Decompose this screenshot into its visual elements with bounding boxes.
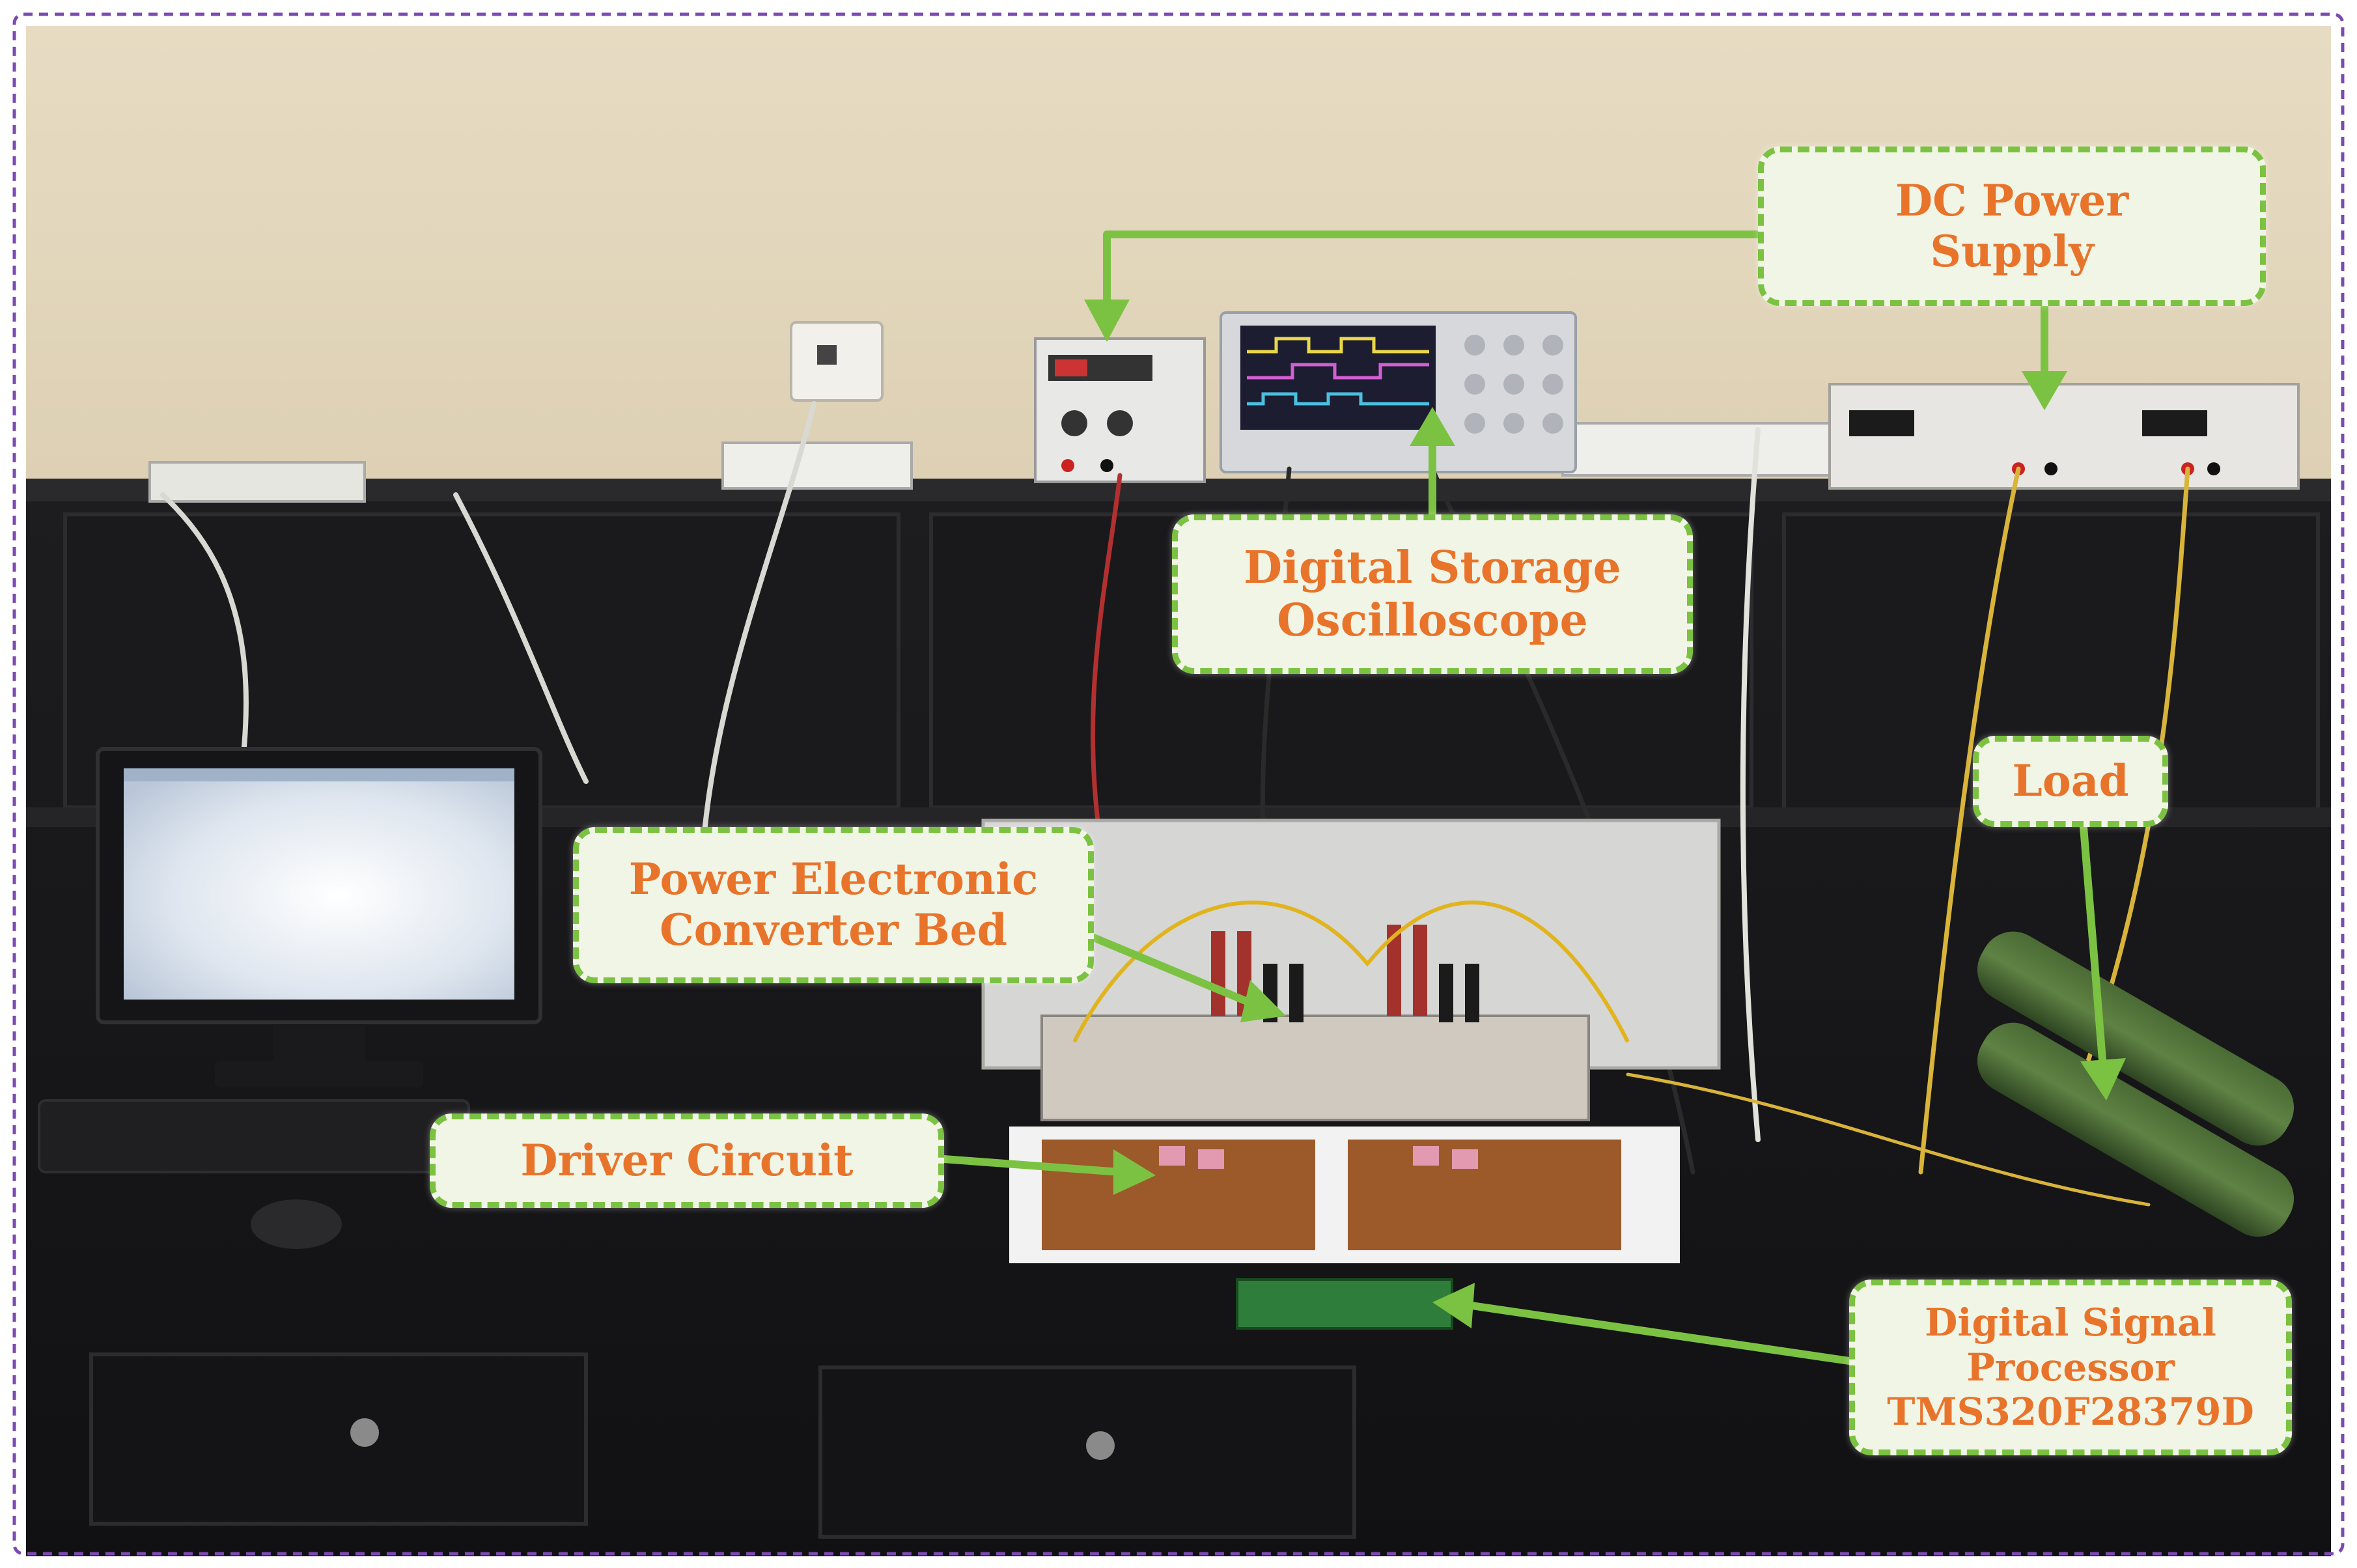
callout-dc-power-supply-line1: DC Power [1895,175,2129,226]
computer-monitor [96,747,542,1087]
dsp-board [1236,1278,1453,1330]
callout-power-electronic-converter-bed: Power Electronic Converter Bed [573,827,1094,983]
callout-dc-power-supply: DC Power Supply [1758,147,2266,306]
callout-converter-bed-line2: Converter Bed [660,904,1007,955]
arrowhead-dsp [1432,1283,1475,1328]
arrowhead-oscilloscope-up [1410,407,1455,446]
dc-supply-unit [1034,337,1206,483]
arrowhead-dc-power-supply-down [2022,371,2067,410]
callout-dsp-line2: Processor [1966,1345,2175,1390]
callout-oscilloscope-line1: Digital Storage [1244,542,1621,595]
callout-digital-storage-oscilloscope: Digital Storage Oscilloscope [1172,514,1693,674]
oscilloscope-device [1220,311,1577,473]
callout-load-line1: Load [2012,755,2129,807]
arrow-dsp [1468,1302,1853,1365]
arrow-dc-power-supply-left [1103,231,1762,310]
desk-drawers [89,1352,1356,1539]
keyboard [38,1099,470,1173]
arrow-driver-circuit [940,1155,1124,1176]
load-resistors [1977,931,2294,1237]
callout-arrows [940,231,2107,1365]
callout-arrowheads [1084,300,2126,1328]
callout-driver-circuit: Driver Circuit [430,1113,944,1208]
callout-digital-signal-processor: Digital Signal Processor TMS320F28379D [1849,1280,2292,1455]
mouse [251,1199,342,1249]
arrowhead-load [2080,1058,2126,1100]
callout-driver-circuit-line1: Driver Circuit [520,1134,854,1186]
figure-frame [12,12,2345,1556]
callout-converter-bed-line1: Power Electronic [628,854,1039,905]
driver-circuit-boards [1009,1127,1680,1263]
callout-dsp-line3: TMS320F28379D [1887,1390,2254,1435]
callout-oscilloscope-line2: Oscilloscope [1277,594,1588,647]
callout-dsp-line1: Digital Signal [1925,1300,2216,1345]
wall-socket [790,321,884,402]
dc-power-supply-unit [1828,383,2300,490]
callout-load: Load [1973,736,2168,827]
callout-dc-power-supply-line2: Supply [1930,225,2094,277]
arrowhead-dc-power-supply-left [1084,300,1130,342]
arrowhead-driver-circuit [1113,1149,1156,1195]
arrowhead-converter-bed [1240,980,1286,1022]
arrow-converter-bed [1090,934,1254,1007]
arrow-load [2080,823,2107,1072]
